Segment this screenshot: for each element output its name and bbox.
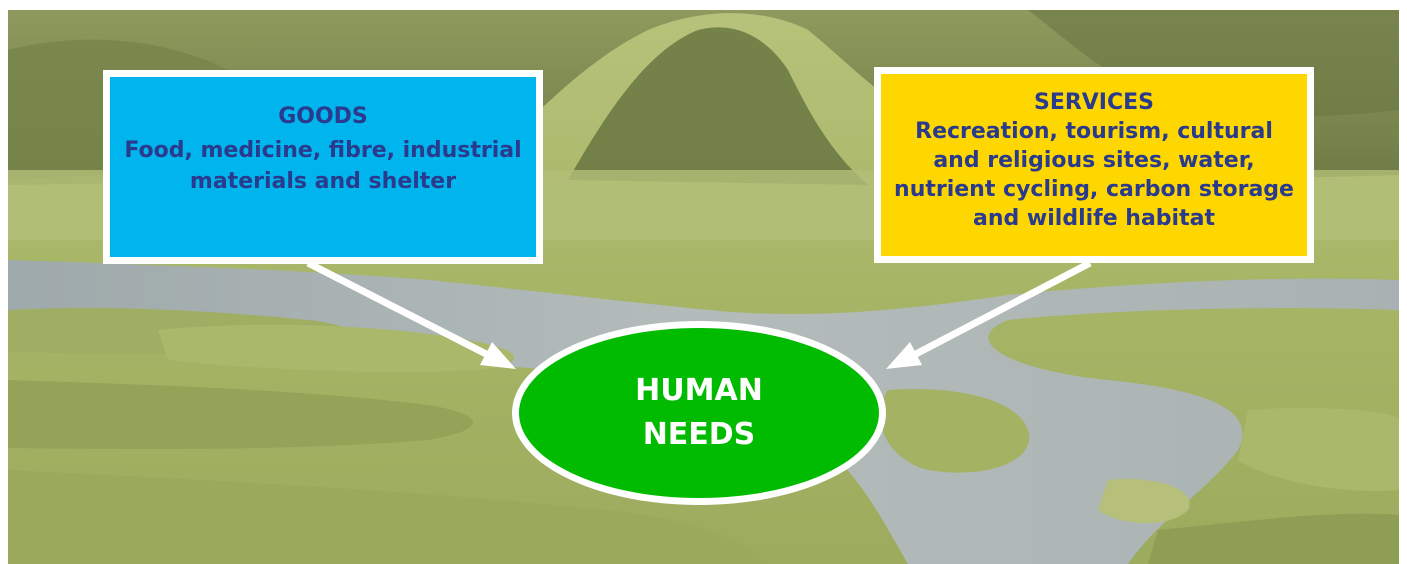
- goods-heading: GOODS: [278, 104, 368, 129]
- human-needs-ellipse: HUMAN NEEDS: [512, 321, 886, 505]
- services-description: Recreation, tourism, cultural and religi…: [894, 119, 1294, 231]
- services-box: SERVICES Recreation, tourism, cultural a…: [874, 67, 1314, 263]
- human-needs-line-1: HUMAN: [635, 373, 763, 408]
- goods-description: Food, medicine, fibre, industrial materi…: [124, 138, 522, 194]
- goods-box: GOODS Food, medicine, fibre, industrial …: [103, 70, 543, 264]
- services-heading: SERVICES: [1033, 90, 1155, 115]
- human-needs-line-2: NEEDS: [642, 417, 756, 452]
- landscape-scene: GOODS Food, medicine, fibre, industrial …: [8, 10, 1399, 564]
